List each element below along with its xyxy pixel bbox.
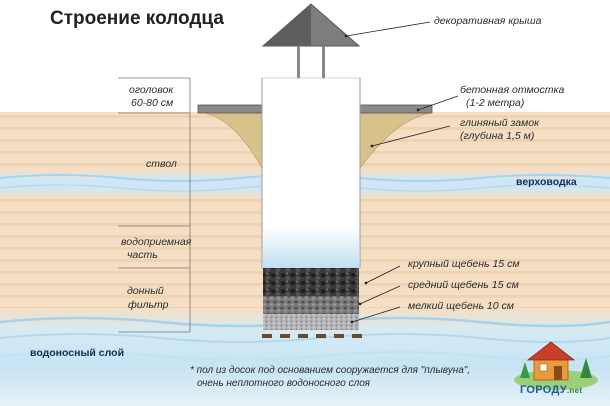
- shaft-water: [263, 226, 359, 268]
- label-perched-water: верховодка: [516, 176, 577, 188]
- gravel-medium-layer: [263, 296, 359, 314]
- logo-house-icon: [514, 341, 598, 390]
- label-aquifer: водоносный слой: [30, 347, 125, 359]
- label-shaft: ствол: [146, 158, 177, 170]
- left-dimension-lines: [118, 77, 191, 333]
- label-blind-area-line1: бетонная отмостка: [460, 84, 565, 96]
- aquifer-wave-2: [0, 333, 610, 343]
- label-filter-line2: фильтр: [128, 299, 169, 311]
- gravel-small-layer: [263, 314, 359, 330]
- label-gravel-small: мелкий щебень 10 см: [408, 300, 514, 312]
- footnote-line2: очень неплотного водоносного слоя: [197, 378, 370, 389]
- label-blind-area-line2: (1-2 метра): [466, 97, 525, 109]
- label-gravel-large: крупный щебень 15 см: [408, 258, 520, 270]
- roof-post-right: [322, 46, 325, 78]
- label-clay-lock-line1: глиняный замок: [460, 117, 540, 129]
- label-gravel-medium: средний щебень 15 см: [408, 279, 519, 291]
- leader-lines: [344, 21, 459, 324]
- label-head-line2: 60-80 см: [131, 97, 174, 109]
- footnote-line1: * пол из досок под основанием сооружаетс…: [190, 365, 471, 376]
- aquifer-wave-3: [0, 351, 610, 361]
- gravel-large-layer: [263, 268, 359, 296]
- label-intake-line2: часть: [127, 249, 158, 261]
- page-title: Строение колодца: [50, 8, 224, 29]
- roof-post-left: [297, 46, 300, 78]
- label-clay-lock-line2: (глубина 1,5 м): [460, 130, 535, 142]
- logo-suffix: .net: [566, 386, 583, 395]
- label-roof: декоративная крыша: [434, 15, 542, 27]
- logo-text: ГОРОДУ.net: [520, 384, 582, 396]
- label-intake-line1: водоприемная: [121, 236, 192, 248]
- plank-floor: [262, 334, 362, 338]
- label-filter-line1: донный: [127, 285, 164, 297]
- label-head-line1: оголовок: [129, 84, 174, 96]
- logo-name: ГОРОДУ: [520, 384, 567, 396]
